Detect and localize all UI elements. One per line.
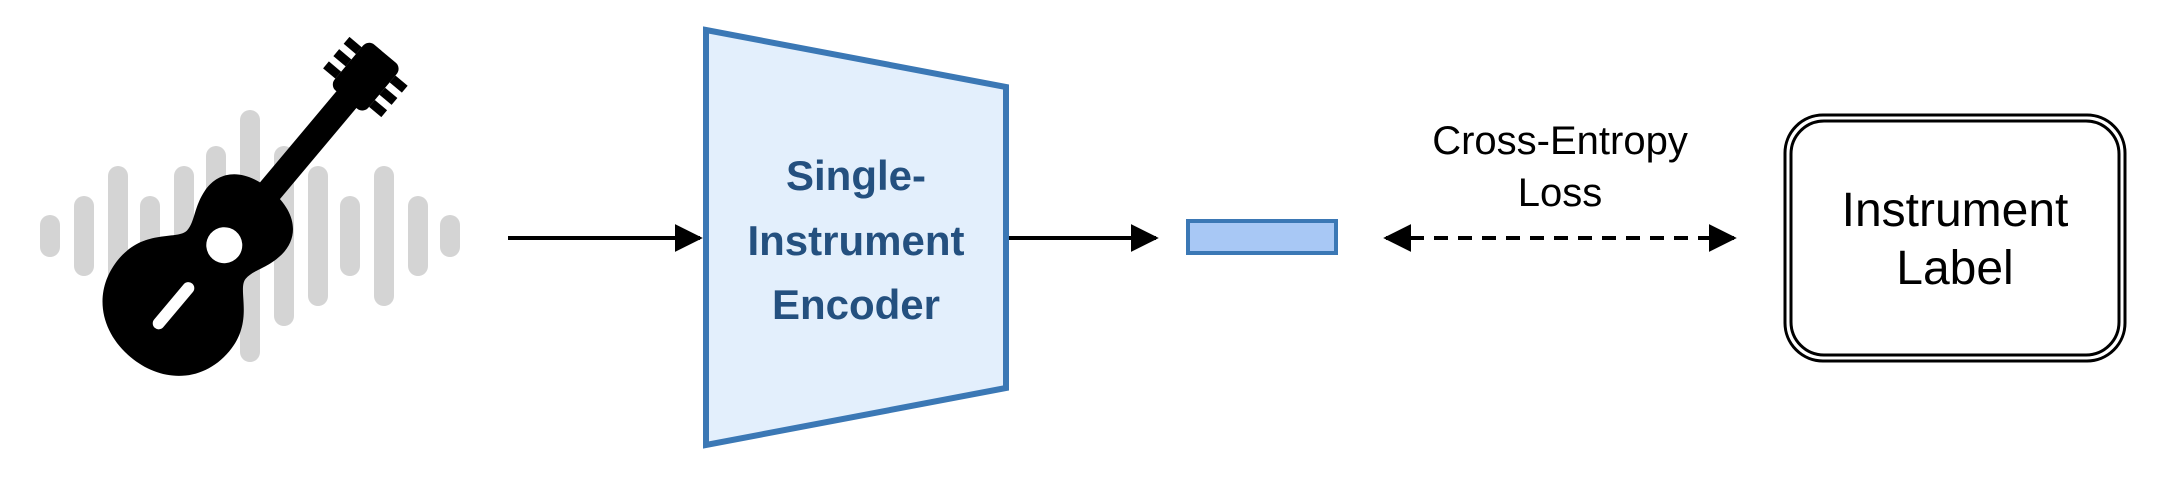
instrument-label-line2: Label xyxy=(1896,242,2013,295)
encoder-label-line1: Single- xyxy=(786,152,926,199)
instrument-label-box-inner-border xyxy=(1789,119,2121,357)
encoder-block xyxy=(703,26,1009,449)
instrument-label-box xyxy=(1783,113,2127,363)
loss-label-line1: Cross-Entropy xyxy=(1432,119,1688,163)
loss-label-line2: Loss xyxy=(1518,171,1603,215)
encoder-label-line3: Encoder xyxy=(772,281,940,328)
guitar-icon xyxy=(102,36,408,376)
embedding-vector xyxy=(1186,219,1338,255)
encoder-label-line2: Instrument xyxy=(747,217,964,264)
instrument-label-line1: Instrument xyxy=(1842,184,2069,237)
